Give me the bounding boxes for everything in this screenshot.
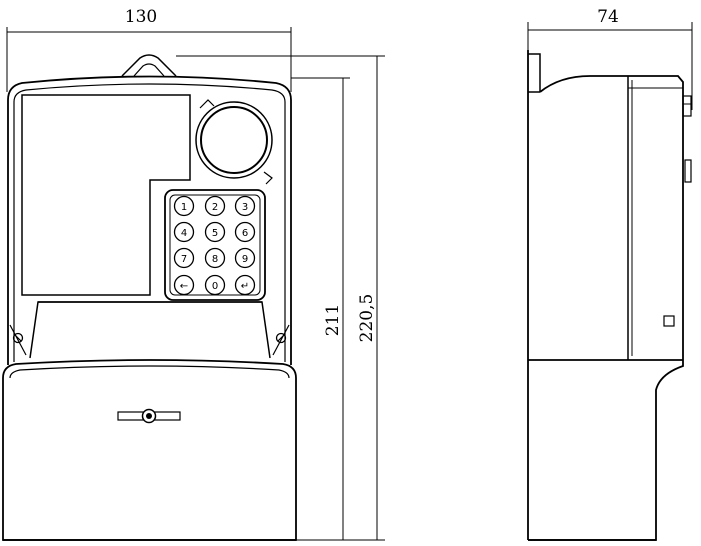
side-body-outline bbox=[539, 75, 684, 360]
svg-text:5: 5 bbox=[212, 228, 218, 239]
depth-dimension: 74 bbox=[527, 7, 693, 110]
svg-text:7: 7 bbox=[181, 254, 187, 265]
key-9[interactable]: 9 bbox=[234, 247, 256, 269]
svg-text:↵: ↵ bbox=[241, 281, 249, 292]
svg-text:6: 6 bbox=[242, 228, 248, 239]
terminal-cover bbox=[2, 359, 297, 541]
key-1[interactable]: 1 bbox=[173, 195, 195, 217]
key-8[interactable]: 8 bbox=[204, 247, 226, 269]
height-label-211: 211 bbox=[323, 304, 343, 336]
terminal-shelf bbox=[29, 301, 271, 359]
key-0[interactable]: 0 bbox=[204, 274, 226, 296]
svg-text:2: 2 bbox=[212, 202, 218, 213]
svg-text:3: 3 bbox=[242, 202, 248, 213]
svg-text:←: ← bbox=[180, 281, 188, 292]
key-back[interactable]: ← bbox=[173, 274, 195, 296]
depth-label: 74 bbox=[597, 7, 619, 27]
hanger-tab bbox=[121, 54, 177, 77]
seal-icon bbox=[117, 408, 181, 424]
side-connector bbox=[663, 95, 692, 327]
key-enter[interactable]: ↵ bbox=[234, 274, 256, 296]
key-5[interactable]: 5 bbox=[204, 221, 226, 243]
key-6[interactable]: 6 bbox=[234, 221, 256, 243]
key-2[interactable]: 2 bbox=[204, 195, 226, 217]
svg-text:1: 1 bbox=[181, 202, 187, 213]
side-terminal-cover bbox=[528, 360, 684, 541]
keypad-housing bbox=[164, 189, 266, 301]
svg-text:0: 0 bbox=[212, 281, 218, 292]
optical-port bbox=[195, 99, 273, 185]
side-view: 74 bbox=[527, 7, 693, 541]
left-screw-icon bbox=[9, 324, 27, 356]
meter-body-outline bbox=[7, 75, 292, 365]
front-view: 130 1 2 bbox=[2, 7, 385, 541]
keypad: 1 2 3 4 5 6 bbox=[173, 195, 256, 296]
right-screw-icon bbox=[272, 324, 290, 356]
key-7[interactable]: 7 bbox=[173, 247, 195, 269]
key-3[interactable]: 3 bbox=[234, 195, 256, 217]
height-dimension-total: 220,5 bbox=[176, 55, 385, 540]
key-4[interactable]: 4 bbox=[173, 221, 195, 243]
height-label-total: 220,5 bbox=[357, 294, 377, 343]
height-dimension-211: 211 bbox=[291, 77, 385, 541]
width-label: 130 bbox=[125, 7, 157, 27]
svg-text:4: 4 bbox=[181, 228, 187, 239]
svg-text:8: 8 bbox=[212, 254, 218, 265]
display-window bbox=[21, 94, 191, 296]
svg-text:9: 9 bbox=[242, 254, 248, 265]
width-dimension: 130 bbox=[6, 7, 292, 92]
